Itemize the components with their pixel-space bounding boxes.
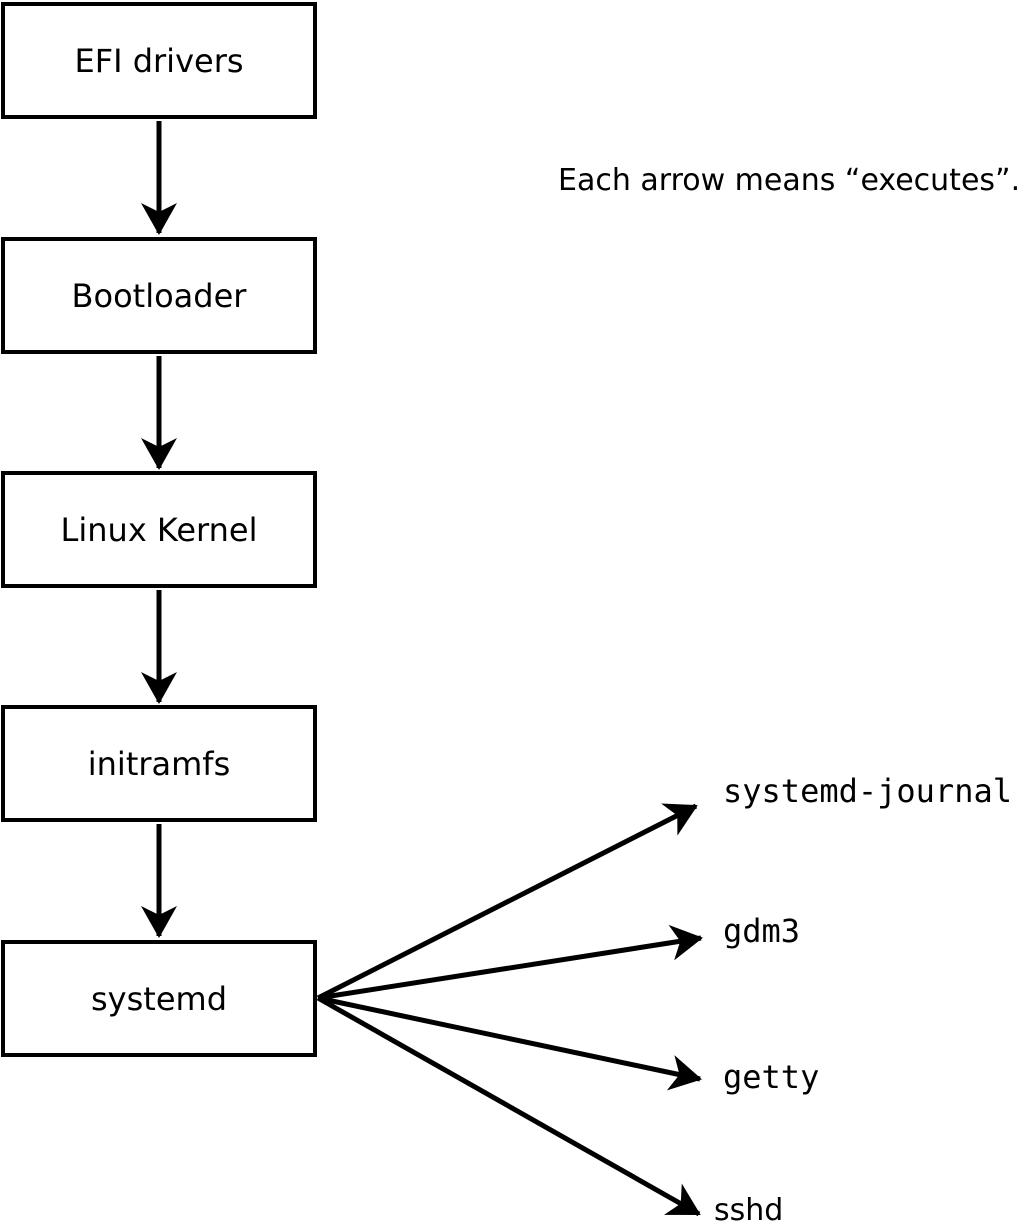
flow-node-label: Bootloader [71, 276, 247, 315]
arrow-systemd-to-journal [316, 803, 698, 1001]
process-label-sshd: sshd [714, 1193, 784, 1228]
arrow-systemd-to-getty [317, 995, 702, 1091]
flow-node-efi-drivers: EFI drivers [1, 2, 317, 119]
process-label-gdm3: gdm3 [723, 912, 801, 950]
process-label-getty: getty [723, 1058, 820, 1096]
flow-node-initramfs: initramfs [1, 705, 317, 822]
arrow-legend-note: Each arrow means “executes”. [558, 163, 1021, 198]
flow-node-bootloader: Bootloader [1, 237, 317, 354]
process-label-systemd-journal: systemd-journal [723, 772, 1012, 810]
flow-node-label: EFI drivers [74, 41, 244, 80]
flow-node-label: systemd [91, 979, 227, 1018]
arrow-systemd-to-sshd [316, 995, 701, 1217]
flow-node-linux-kernel: Linux Kernel [1, 471, 317, 588]
flow-node-label: initramfs [87, 744, 231, 783]
flow-node-systemd: systemd [1, 940, 317, 1057]
arrow-systemd-to-gdm3 [317, 924, 703, 1001]
flow-node-label: Linux Kernel [60, 510, 258, 549]
